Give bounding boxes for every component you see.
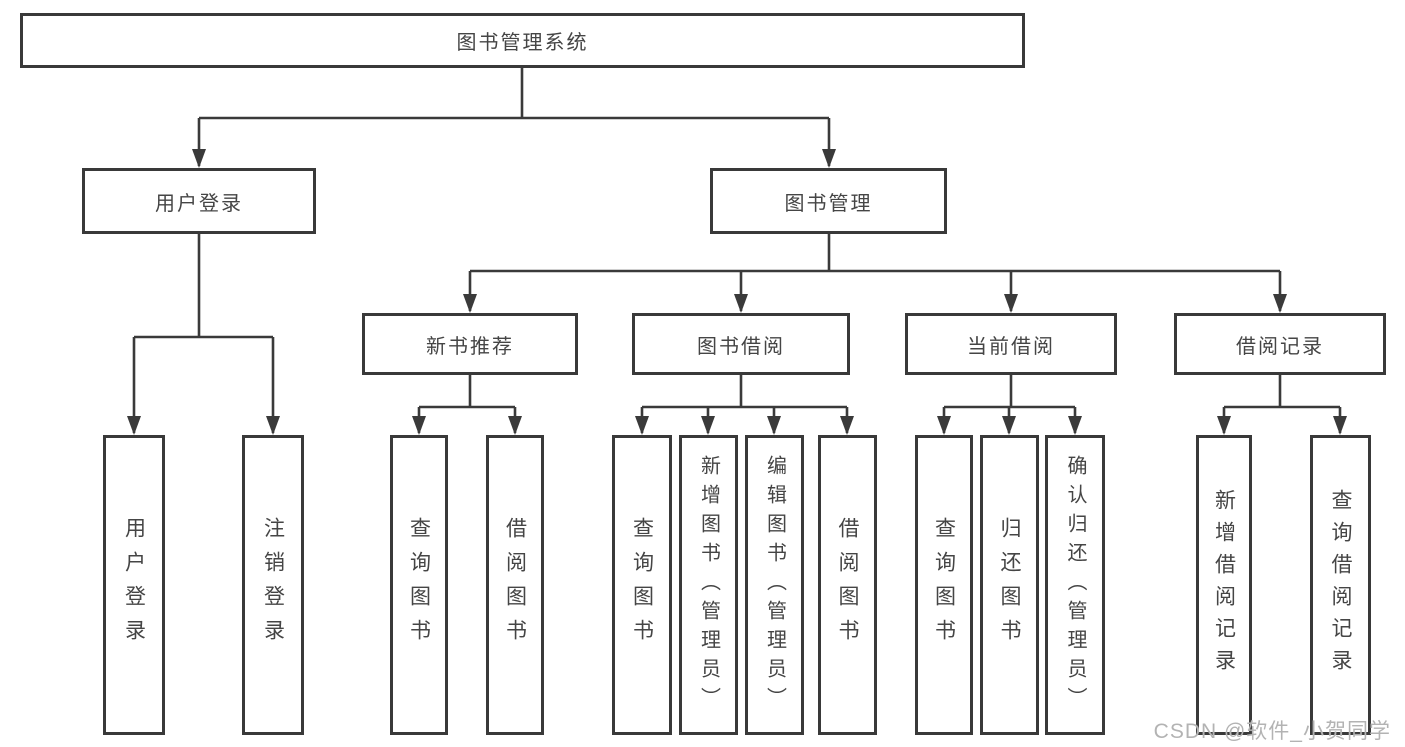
node-new-book-recommend: 新书推荐 — [362, 313, 578, 375]
node-query-books-recommend-label: 查询图书 — [407, 517, 431, 653]
watermark: CSDN @软件_小贺同学 — [1153, 720, 1391, 743]
node-root-system: 图书管理系统 — [20, 13, 1025, 68]
node-user-login: 用户登录 — [82, 168, 316, 234]
node-book-management-label: 图书管理 — [784, 192, 873, 215]
node-query-borrow-record-label: 查询借阅记录 — [1329, 489, 1352, 681]
node-add-book-admin: 新增图书（管理员） — [679, 435, 738, 735]
node-borrow-books: 借阅图书 — [818, 435, 877, 735]
node-edit-book-admin-label: 编辑图书（管理员） — [763, 454, 786, 716]
node-borrowing-records-label: 借阅记录 — [1236, 335, 1324, 358]
node-query-books-borrow: 查询图书 — [612, 435, 672, 735]
node-add-book-admin-label: 新增图书（管理员） — [697, 454, 720, 716]
node-user-login-action-label: 用户登录 — [122, 517, 146, 653]
node-logout: 注销登录 — [242, 435, 304, 735]
node-borrow-books-recommend-label: 借阅图书 — [503, 517, 527, 653]
node-user-login-action: 用户登录 — [103, 435, 165, 735]
node-confirm-return-admin-label: 确认归还（管理员） — [1064, 454, 1086, 716]
node-query-books-borrow-label: 查询图书 — [630, 517, 654, 653]
node-new-book-recommend-label: 新书推荐 — [426, 335, 514, 358]
node-book-management: 图书管理 — [710, 168, 947, 234]
node-confirm-return-admin: 确认归还（管理员） — [1045, 435, 1105, 735]
node-return-book-label: 归还图书 — [998, 517, 1021, 653]
node-query-books-recommend: 查询图书 — [390, 435, 448, 735]
node-book-borrowing-label: 图书借阅 — [697, 335, 785, 358]
node-query-books-current: 查询图书 — [915, 435, 973, 735]
arrowheads — [127, 149, 1347, 435]
node-edit-book-admin: 编辑图书（管理员） — [745, 435, 804, 735]
node-borrowing-records: 借阅记录 — [1174, 313, 1386, 375]
node-borrow-books-recommend: 借阅图书 — [486, 435, 544, 735]
node-query-borrow-record: 查询借阅记录 — [1310, 435, 1371, 735]
node-user-login-label: 用户登录 — [155, 192, 243, 215]
node-logout-label: 注销登录 — [261, 517, 285, 653]
node-root-label: 图书管理系统 — [456, 32, 589, 54]
node-current-borrowing-label: 当前借阅 — [967, 335, 1055, 358]
node-return-book: 归还图书 — [980, 435, 1039, 735]
node-add-borrow-record-label: 新增借阅记录 — [1212, 489, 1236, 681]
node-add-borrow-record: 新增借阅记录 — [1196, 435, 1252, 735]
node-current-borrowing: 当前借阅 — [905, 313, 1117, 375]
node-borrow-books-label: 借阅图书 — [836, 517, 859, 653]
node-query-books-current-label: 查询图书 — [932, 517, 956, 653]
node-book-borrowing: 图书借阅 — [632, 313, 850, 375]
